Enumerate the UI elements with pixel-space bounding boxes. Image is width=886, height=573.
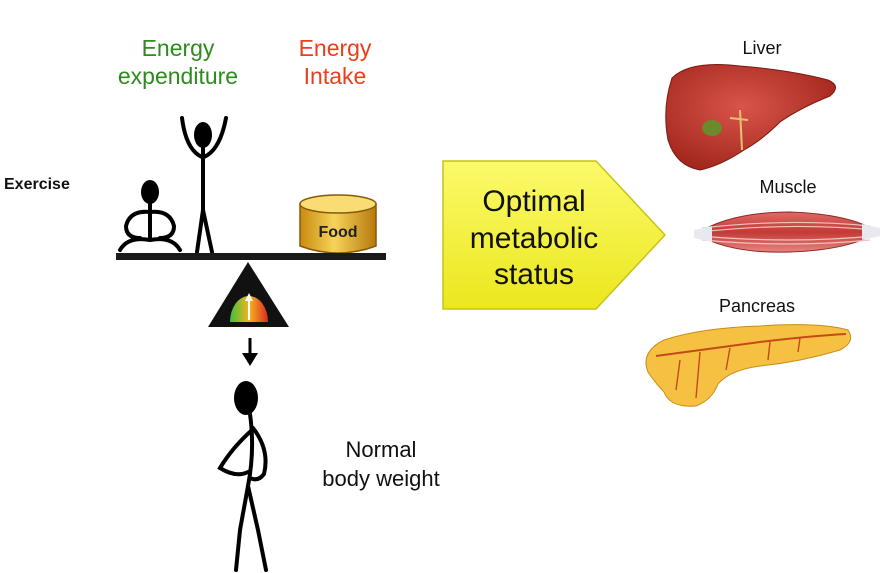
down-arrow-icon: [242, 338, 258, 366]
walking-figure-icon: [217, 381, 268, 572]
normal-body-weight-label: Normal body weight: [322, 437, 440, 491]
food-label: Food: [318, 224, 358, 241]
muscle-icon: [694, 211, 880, 253]
energy-expenditure-label: Energy expenditure: [117, 35, 239, 90]
optimal-metabolic-status-label: Optimal metabolic status: [469, 185, 599, 292]
exercise-label: Exercise: [4, 176, 70, 193]
fulcrum-gauge-icon: [208, 262, 289, 327]
liver-label: Liver: [742, 38, 782, 58]
liver-icon: [665, 64, 836, 171]
food-can-icon: [299, 194, 377, 254]
pancreas-icon: [645, 324, 852, 407]
energy-intake-label: Energy Intake: [298, 35, 372, 90]
sitting-figure-icon: [118, 180, 182, 252]
balance-beam: [116, 253, 386, 260]
optimal-status-arrow: [442, 160, 667, 310]
pancreas-label: Pancreas: [718, 296, 796, 316]
standing-arms-up-figure-icon: [180, 116, 228, 254]
muscle-label: Muscle: [759, 177, 817, 197]
